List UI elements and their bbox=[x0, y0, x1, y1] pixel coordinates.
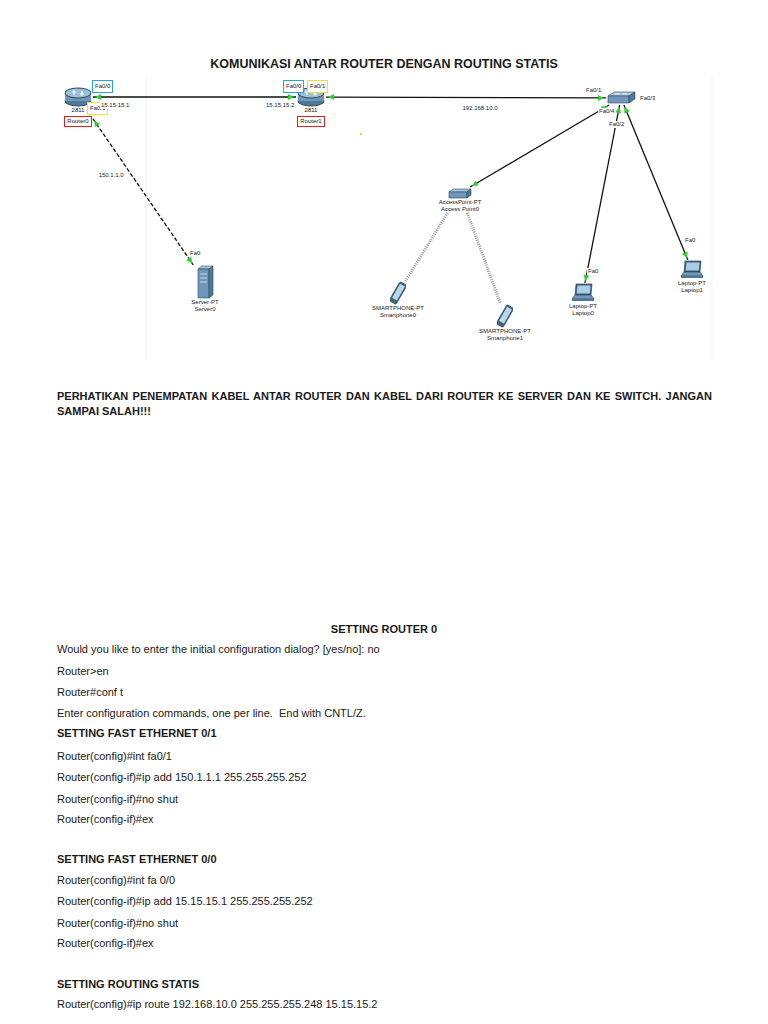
link-light bbox=[584, 275, 590, 281]
device-label: Server0 bbox=[194, 306, 215, 313]
link-light bbox=[682, 252, 688, 259]
port-label: Fa0/1 bbox=[307, 80, 328, 93]
section-heading: SETTING FAST ETHERNET 0/0 bbox=[57, 852, 217, 866]
device-label: SMARTPHONE-PT bbox=[372, 305, 424, 312]
cable-link bbox=[93, 94, 296, 100]
device-name: Router0 bbox=[64, 116, 91, 127]
cable-line bbox=[585, 105, 620, 283]
device-node: Laptop-PTLaptop1 bbox=[678, 260, 706, 294]
device-label: 2811 bbox=[305, 107, 318, 114]
link-light bbox=[95, 94, 101, 100]
cable-link bbox=[584, 105, 622, 283]
config-line: Router(config-if)#ip add 15.15.15.1 255.… bbox=[57, 894, 313, 908]
phone-icon bbox=[390, 281, 406, 305]
config-line: Router#conf t bbox=[57, 685, 123, 699]
device-label: Smartphone0 bbox=[380, 312, 416, 319]
frame-line bbox=[146, 75, 147, 360]
config-line: Enter configuration commands, one per li… bbox=[57, 706, 366, 720]
ap-icon bbox=[447, 187, 473, 199]
device-label: 2811 bbox=[72, 107, 85, 114]
cable-line bbox=[624, 105, 688, 260]
link-light bbox=[624, 107, 630, 114]
port-label: Fa0/0 bbox=[283, 80, 304, 93]
config-line: Router(config-if)#ex bbox=[57, 936, 154, 950]
link-light bbox=[288, 94, 294, 100]
device-label: Access Point0 bbox=[441, 206, 479, 213]
wireless-link bbox=[405, 213, 447, 281]
ip-label: 15.15.15.1 bbox=[100, 102, 130, 109]
config-line: Router(config-if)#ip add 150.1.1.1 255.2… bbox=[57, 770, 307, 784]
laptop-icon bbox=[680, 260, 704, 280]
server-icon bbox=[196, 265, 214, 299]
laptop-icon bbox=[571, 283, 595, 303]
cable-line bbox=[326, 96, 606, 98]
cable-line bbox=[93, 119, 193, 265]
device-node: Server-PTServer0 bbox=[191, 265, 218, 313]
section-heading: SETTING ROUTING STATIS bbox=[57, 977, 199, 991]
config-line: Router(config)#ip route 192.168.10.0 255… bbox=[57, 997, 377, 1011]
device-node: Fa0/3 bbox=[606, 91, 655, 105]
cable-link bbox=[624, 105, 688, 260]
device-label: Fa0/3 bbox=[640, 95, 655, 102]
device-node: SMARTPHONE-PTSmartphone0 bbox=[372, 281, 424, 319]
wireless-line bbox=[467, 213, 500, 304]
device-label: Server-PT bbox=[191, 299, 218, 306]
device-label: SMARTPHONE-PT bbox=[479, 328, 531, 335]
cable-link bbox=[470, 105, 609, 187]
switch-icon bbox=[606, 91, 636, 105]
device-label: Laptop-PT bbox=[569, 303, 597, 310]
cable-line bbox=[470, 105, 609, 187]
stray-dot bbox=[360, 133, 362, 135]
link-light bbox=[328, 94, 334, 100]
cable-link bbox=[93, 119, 193, 265]
wireless-link bbox=[467, 213, 500, 304]
link-light bbox=[598, 95, 604, 101]
frame-line bbox=[712, 75, 713, 360]
device-label: Laptop0 bbox=[572, 310, 594, 317]
ip-label: 15.15.15.2 bbox=[265, 102, 295, 109]
port-label: Fa0 bbox=[587, 268, 599, 275]
link-light bbox=[186, 257, 192, 264]
config-line: Router>en bbox=[57, 664, 109, 678]
port-label: Fa0/1 bbox=[585, 87, 602, 94]
device-name: Router1 bbox=[297, 116, 324, 127]
wireless-line bbox=[405, 213, 447, 281]
config-line: Router(config-if)#no shut bbox=[57, 792, 178, 806]
port-label: Fa0/2 bbox=[608, 121, 625, 128]
port-label: Fa0/0 bbox=[92, 80, 113, 93]
device-label: Laptop1 bbox=[681, 287, 703, 294]
section-heading: SETTING ROUTER 0 bbox=[331, 622, 437, 636]
link-light bbox=[94, 121, 100, 128]
section-heading: SETTING FAST ETHERNET 0/1 bbox=[57, 726, 217, 740]
port-label: Fa0 bbox=[189, 250, 201, 257]
config-line: Router(config)#int fa 0/0 bbox=[57, 873, 175, 887]
config-line: Would you like to enter the initial conf… bbox=[57, 642, 380, 656]
instruction-note: PERHATIKAN PENEMPATAN KABEL ANTAR ROUTER… bbox=[57, 389, 712, 419]
config-line: Router(config)#int fa0/1 bbox=[57, 749, 172, 763]
cable-line bbox=[93, 96, 296, 97]
device-label: AccessPoint-PT bbox=[439, 199, 482, 206]
device-label: Smartphone1 bbox=[487, 335, 523, 342]
cable-link bbox=[326, 94, 606, 101]
link-light bbox=[472, 180, 479, 186]
device-label: Laptop-PT bbox=[678, 280, 706, 287]
port-label: Fa0/4 bbox=[598, 108, 615, 115]
config-line: Router(config-if)#no shut bbox=[57, 916, 178, 930]
link-light bbox=[615, 107, 621, 113]
page-title: KOMUNIKASI ANTAR ROUTER DENGAN ROUTING S… bbox=[210, 57, 557, 71]
device-node: Laptop-PTLaptop0 bbox=[569, 283, 597, 317]
network-label: 192.168.10.0 bbox=[461, 104, 498, 111]
device-node: 2811Router1 bbox=[296, 87, 326, 127]
port-label: Fa0 bbox=[684, 237, 696, 244]
device-node: AccessPoint-PTAccess Point0 bbox=[439, 187, 482, 213]
config-line: Router(config-if)#ex bbox=[57, 812, 154, 826]
device-node: SMARTPHONE-PTSmartphone1 bbox=[479, 304, 531, 342]
phone-icon bbox=[497, 304, 513, 328]
network-label: 150.1.1.0 bbox=[98, 171, 125, 178]
